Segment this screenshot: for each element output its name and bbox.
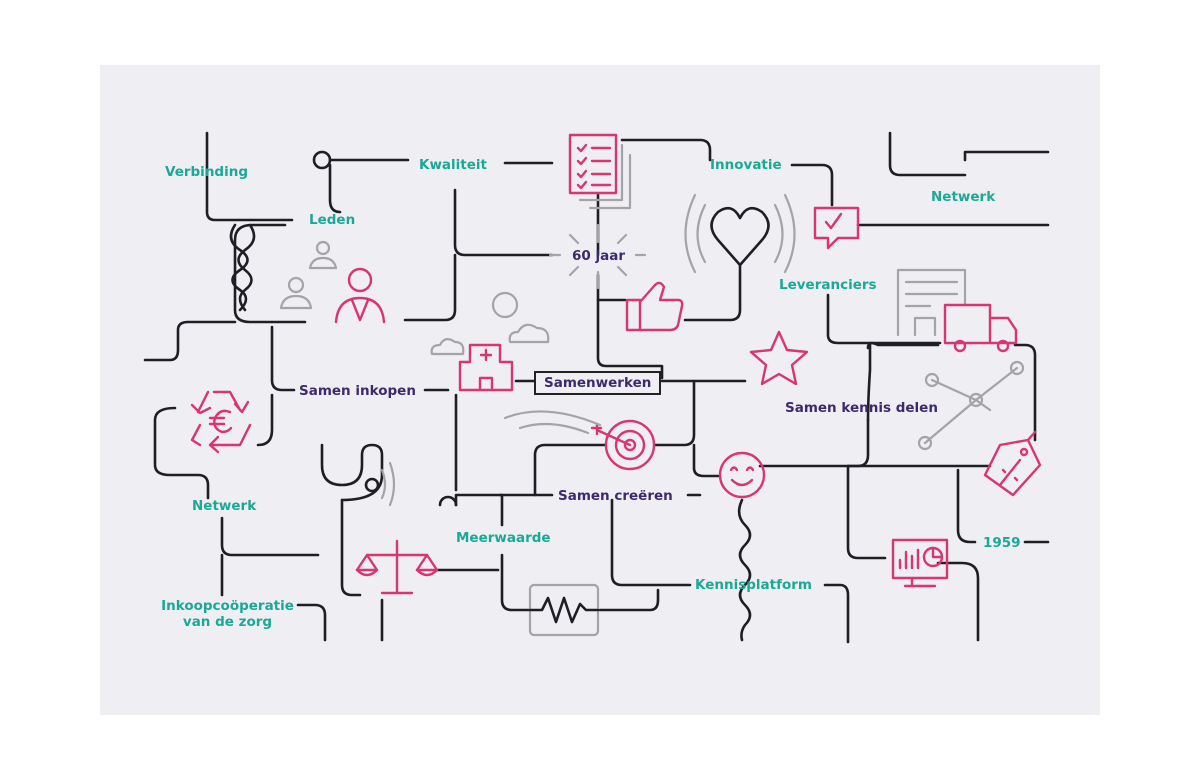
sparkle-icon — [548, 223, 647, 290]
label-kennisplatform: Kennisplatform — [695, 577, 812, 593]
thumbs-up-icon — [625, 281, 684, 332]
smiley-icon — [718, 451, 766, 499]
label-samen-inkopen: Samen inkopen — [299, 383, 416, 399]
price-tag-icon — [983, 430, 1042, 497]
label-inkoop-line2: van de zorg — [182, 614, 273, 630]
label-meerwaarde: Meerwaarde — [456, 530, 551, 546]
heartbeat-monitor-icon — [528, 583, 600, 637]
dashboard-screen-icon — [891, 538, 949, 588]
label-innovatie: Innovatie — [710, 157, 782, 173]
label-leveranciers: Leveranciers — [779, 277, 877, 293]
network-nodes-icon — [917, 360, 1025, 451]
label-60-jaar: 60 jaar — [572, 248, 625, 264]
truck-icon — [943, 303, 1018, 353]
label-inkoopcooperatie: Inkoopcoöperatie van de zorg — [155, 598, 300, 630]
heart-signal-icon — [684, 193, 796, 274]
label-samen-kennis-delen: Samen kennis delen — [785, 400, 938, 416]
hospital-icon — [458, 343, 514, 392]
label-1959: 1959 — [983, 535, 1021, 551]
connector-lines — [143, 131, 1050, 644]
star-icon — [749, 330, 809, 386]
members-icon — [279, 240, 386, 324]
label-samen-creeren: Samen creëren — [558, 488, 673, 504]
label-kwaliteit: Kwaliteit — [419, 157, 487, 173]
label-samenwerken: Samenwerken — [534, 371, 662, 395]
label-inkoop-line1: Inkoopcoöperatie — [161, 598, 294, 614]
speech-check-icon — [813, 206, 860, 250]
recycle-euro-icon — [190, 390, 252, 454]
label-verbinding: Verbinding — [165, 164, 248, 180]
target-icon — [503, 410, 656, 471]
building-icon — [896, 268, 967, 337]
checklist-icon — [568, 133, 632, 210]
label-netwerk-top: Netwerk — [931, 189, 996, 205]
stethoscope-icon — [320, 443, 396, 507]
scales-icon — [355, 539, 439, 595]
label-netwerk-left: Netwerk — [192, 498, 257, 514]
cloud-icon — [430, 323, 550, 356]
sun-icon — [491, 291, 519, 319]
label-leden: Leden — [309, 212, 356, 228]
